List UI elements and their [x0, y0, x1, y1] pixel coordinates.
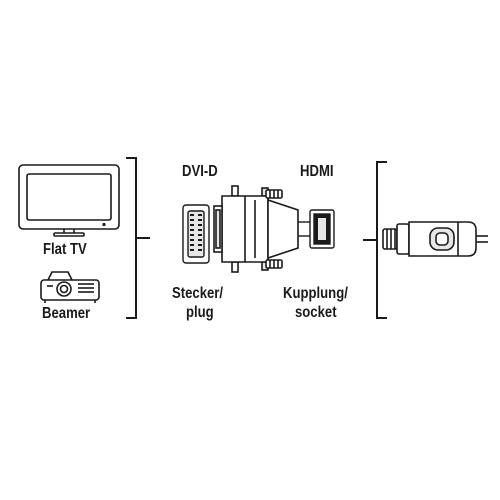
socket-type-label-line2: socket: [295, 304, 337, 321]
flat-tv-icon: [18, 164, 120, 237]
dvi-plug-face-icon: [182, 204, 210, 264]
right-bracket: [363, 161, 387, 319]
left-bracket: [126, 157, 150, 319]
hdmi-label: HDMI: [300, 163, 334, 180]
plug-type-label-line1: Stecker/: [172, 285, 224, 302]
hdmi-cable-plug-icon: [382, 221, 488, 257]
plug-type-label-line2: plug: [186, 304, 214, 321]
beamer-icon: [40, 271, 100, 303]
beamer-label: Beamer: [42, 305, 91, 322]
socket-type-label-line1: Kupplung/: [283, 285, 348, 302]
dvi-d-label: DVI-D: [182, 163, 218, 180]
thumb-screw-icon: [265, 189, 283, 269]
adapter-icon: [213, 185, 299, 273]
flat-tv-label: Flat TV: [43, 241, 87, 258]
hdmi-socket-icon: [298, 209, 335, 249]
